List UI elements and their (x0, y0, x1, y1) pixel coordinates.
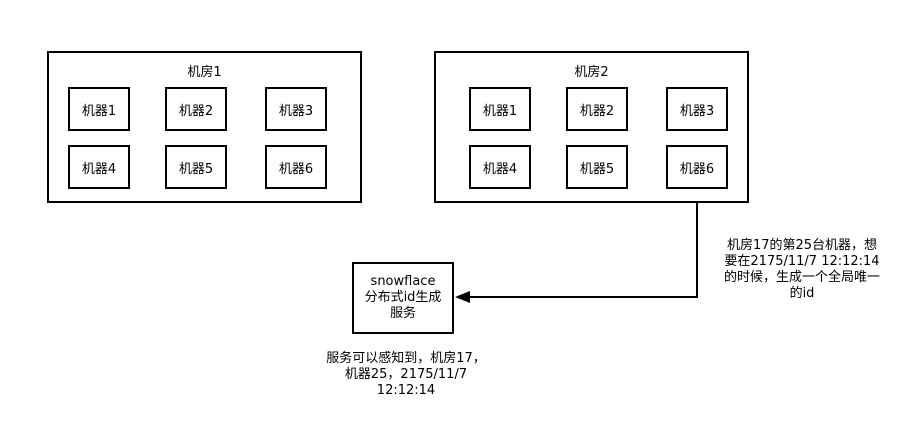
room-2-title: 机房2 (574, 65, 609, 80)
room-2-machine-3: 机器3 (666, 87, 728, 131)
room-2-machine-4: 机器4 (469, 145, 531, 189)
room-1-machine-5: 机器5 (165, 145, 227, 189)
room-2-machine-2: 机器2 (566, 87, 628, 131)
room-1-machine-4: 机器4 (68, 145, 130, 189)
request-note-line-4: 的id (789, 286, 815, 301)
room-1-machine-3: 机器3 (265, 87, 327, 131)
service-note-line-3: 12:12:14 (376, 383, 436, 398)
request-note: 机房17的第25台机器，想 要在2175/11/7 12:12:14 的时候，生… (712, 238, 892, 302)
room-1-machine-6: 机器6 (265, 145, 327, 189)
connector-arrowhead (455, 291, 470, 303)
request-note-line-1: 机房17的第25台机器，想 (726, 238, 878, 253)
service-line-2: 分布式id生成 (364, 290, 442, 305)
room-1-machine-1: 机器1 (68, 87, 130, 131)
service-note-line-1: 服务可以感知到，机房17， (326, 351, 486, 366)
service-note-line-2: 机器25，2175/11/7 (344, 367, 468, 382)
room-2-machine-1: 机器1 (469, 87, 531, 131)
connector-line (470, 188, 698, 298)
room-2-machine-5: 机器5 (566, 145, 628, 189)
service-line-3: 服务 (389, 306, 416, 321)
request-note-line-2: 要在2175/11/7 12:12:14 (724, 254, 880, 269)
room-1-machine-2: 机器2 (165, 87, 227, 131)
room-2-machine-6: 机器6 (666, 145, 728, 189)
request-note-line-3: 的时候，生成一个全局唯一 (723, 270, 880, 285)
snowflake-service: snowflace 分布式id生成 服务 (352, 262, 454, 334)
service-line-1: snowflace (370, 274, 436, 289)
room-1-title: 机房1 (187, 65, 222, 80)
service-note: 服务可以感知到，机房17， 机器25，2175/11/7 12:12:14 (316, 351, 496, 399)
